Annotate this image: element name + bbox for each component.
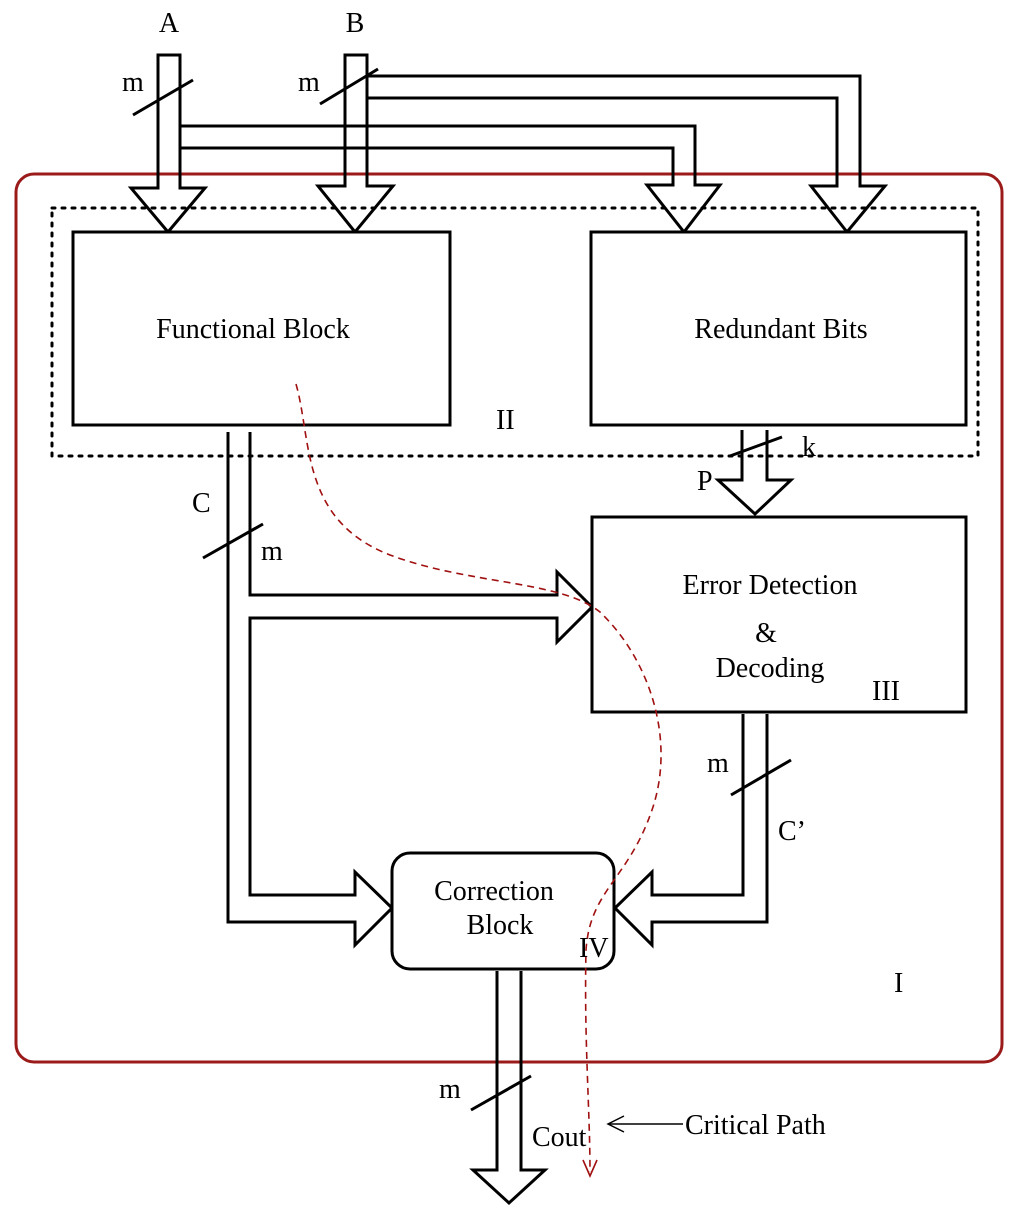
width-label-c-prime: m — [707, 748, 729, 779]
input-a-branch-bus — [180, 124, 724, 235]
p-bus — [714, 430, 795, 517]
critical-path-pointer-head — [606, 1115, 625, 1133]
error-detection-block — [590, 515, 968, 714]
region-label-iii: III — [872, 676, 900, 707]
functional-block — [71, 230, 452, 427]
width-label-cout: m — [439, 1074, 461, 1105]
region-label-iv: IV — [579, 933, 609, 964]
redundant-bits-block — [589, 230, 968, 427]
c-prime-bus — [612, 714, 769, 949]
signal-label-cout: Cout — [532, 1122, 587, 1153]
width-label-a: m — [122, 67, 144, 98]
error-detection-label-line2: & — [755, 618, 777, 649]
critical-path-arrowhead — [582, 1159, 598, 1178]
input-a-bus — [127, 53, 209, 235]
critical-path-label: Critical Path — [685, 1110, 826, 1141]
signal-label-p: P — [697, 466, 713, 497]
width-slash-c-prime — [730, 758, 792, 797]
region-label-i: I — [894, 968, 903, 999]
signal-label-c: C — [192, 488, 211, 519]
width-label-p: k — [802, 432, 816, 463]
width-label-b: m — [298, 67, 320, 98]
width-label-c: m — [261, 536, 283, 567]
signal-label-c-prime: C’ — [778, 816, 806, 847]
width-slash-c — [202, 522, 264, 560]
error-detection-label-line1: Error Detection — [683, 570, 858, 601]
input-a-label: A — [159, 8, 180, 39]
critical-path-curve — [295, 383, 662, 1173]
region-label-ii: II — [496, 405, 515, 436]
width-slash-p — [729, 435, 783, 458]
redundant-bits-label: Redundant Bits — [694, 314, 867, 345]
width-slash-cout — [470, 1074, 532, 1112]
functional-block-label: Functional Block — [156, 314, 350, 345]
cout-bus — [469, 971, 549, 1206]
correction-block-label-line1: Correction — [434, 876, 554, 907]
error-detection-label-line3: Decoding — [716, 653, 825, 684]
input-b-label: B — [346, 8, 365, 39]
region-i-boundary — [14, 172, 1004, 1064]
width-slash-a — [132, 78, 194, 117]
correction-block-label-line2: Block — [467, 910, 534, 941]
c-bus — [226, 432, 595, 949]
input-b-branch-bus — [365, 74, 889, 235]
region-ii-boundary — [50, 206, 980, 458]
width-slash-b — [319, 67, 379, 106]
correction-block — [390, 851, 616, 971]
